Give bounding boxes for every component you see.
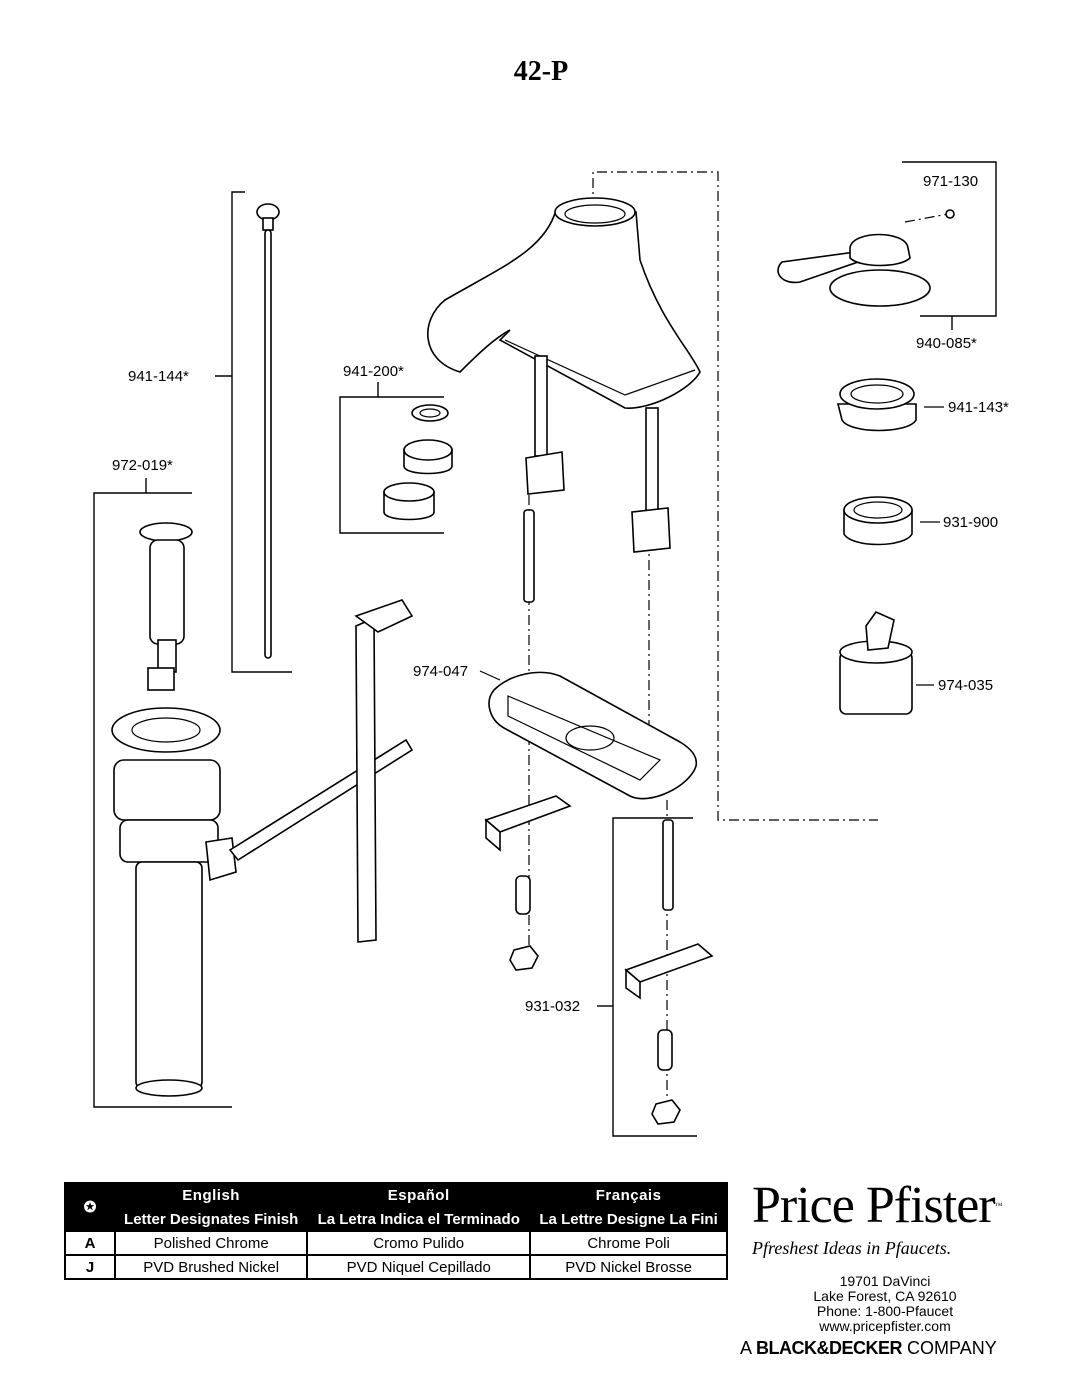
part-label-940-085: 940-085* (916, 335, 977, 352)
exploded-parts-diagram: 971-130 940-085* 941-143* 931-900 974-03… (93, 161, 1009, 1137)
clevis-strap-part (354, 599, 414, 943)
part-label-972-019: 972-019* (112, 457, 173, 474)
part-label-941-144: 941-144* (128, 368, 189, 385)
brand-logo: Price Pfister™ (752, 1176, 1042, 1236)
spacer-right (657, 1029, 673, 1071)
address-line-2: Lake Forest, CA 92610 (813, 1288, 957, 1304)
company-suffix: COMPANY (907, 1338, 997, 1358)
drain-body-part (111, 707, 237, 1097)
brand-name: Price Pfister (752, 1177, 996, 1234)
part-label-931-032: 931-032 (525, 998, 580, 1015)
bracket-972-019 (93, 478, 232, 1108)
finish-english: Polished Chrome (113, 1230, 309, 1256)
threaded-stud-right (662, 819, 674, 911)
part-label-971-130: 971-130 (923, 173, 978, 190)
finish-spanish: PVD Niquel Cepillado (306, 1254, 532, 1280)
finish-marker-cell: ✪ (64, 1182, 116, 1232)
page-title: 42-P (513, 56, 569, 87)
table-row: J PVD Brushed Nickel PVD Niquel Cepillad… (64, 1254, 728, 1280)
part-label-931-900: 931-900 (943, 514, 998, 531)
address-line-1: 19701 DaVinci (839, 1273, 931, 1289)
bracket-940-085 (902, 161, 997, 330)
company-prefix: A (740, 1338, 752, 1358)
brand-tagline: Pfreshest Ideas in Pfaucets. (752, 1238, 952, 1258)
bracket-931-032 (597, 817, 697, 1137)
brand-block: Price Pfister™ Pfreshest Ideas in Pfauce… (752, 1176, 1042, 1259)
escutcheon-941-143-part (836, 378, 917, 432)
threaded-stud-left (523, 509, 535, 603)
bracket-941-200 (339, 382, 444, 534)
finish-table: ✪ English Español Français Letter Design… (64, 1182, 728, 1280)
website-url: www.pricepfister.com (819, 1318, 951, 1334)
spacer-left (515, 875, 531, 915)
faucet-body-part (427, 197, 701, 553)
company-address: 19701 DaVinci Lake Forest, CA 92610 Phon… (780, 1274, 990, 1334)
nut-left (509, 945, 539, 971)
part-label-974-035: 974-035 (938, 677, 993, 694)
finish-english: PVD Brushed Nickel (113, 1254, 309, 1280)
finish-code: J (64, 1254, 116, 1280)
subheader-english: Letter Designates Finish (113, 1206, 309, 1232)
cartridge-974-035-part (839, 611, 913, 715)
part-label-941-200: 941-200* (343, 363, 404, 380)
subheader-spanish: La Letra Indica el Terminado (306, 1206, 532, 1232)
table-row: A Polished Chrome Cromo Pulido Chrome Po… (64, 1230, 728, 1256)
parent-company-logo: BLACK&DECKER (756, 1338, 903, 1358)
part-label-941-143: 941-143* (948, 399, 1009, 416)
lift-rod-part (256, 203, 280, 659)
nut-right (651, 1099, 681, 1125)
parent-company-line: A BLACK&DECKER COMPANY (740, 1338, 997, 1359)
header-spanish: Español (306, 1182, 532, 1208)
handle-part (777, 209, 955, 307)
finish-french: PVD Nickel Brosse (529, 1254, 728, 1280)
base-plate-part (488, 671, 698, 800)
finish-code: A (64, 1230, 116, 1256)
drain-stopper-part (139, 522, 193, 691)
nut-931-900-part (843, 496, 913, 546)
trademark-mark: ™ (994, 1201, 1003, 1210)
pivot-rod-part (228, 738, 414, 862)
aerator-part (383, 404, 453, 521)
part-label-974-047: 974-047 (413, 663, 468, 680)
finish-spanish: Cromo Pulido (306, 1230, 532, 1256)
finish-french: Chrome Poli (529, 1230, 728, 1256)
mounting-bracket-left (484, 795, 572, 852)
bracket-941-144 (215, 191, 292, 673)
header-french: Français (529, 1182, 728, 1208)
header-english: English (113, 1182, 309, 1208)
mounting-bracket-right (624, 943, 714, 1000)
subheader-french: La Lettre Designe La Fini (529, 1206, 728, 1232)
phone-number: Phone: 1-800-Pfaucet (816, 1303, 954, 1319)
